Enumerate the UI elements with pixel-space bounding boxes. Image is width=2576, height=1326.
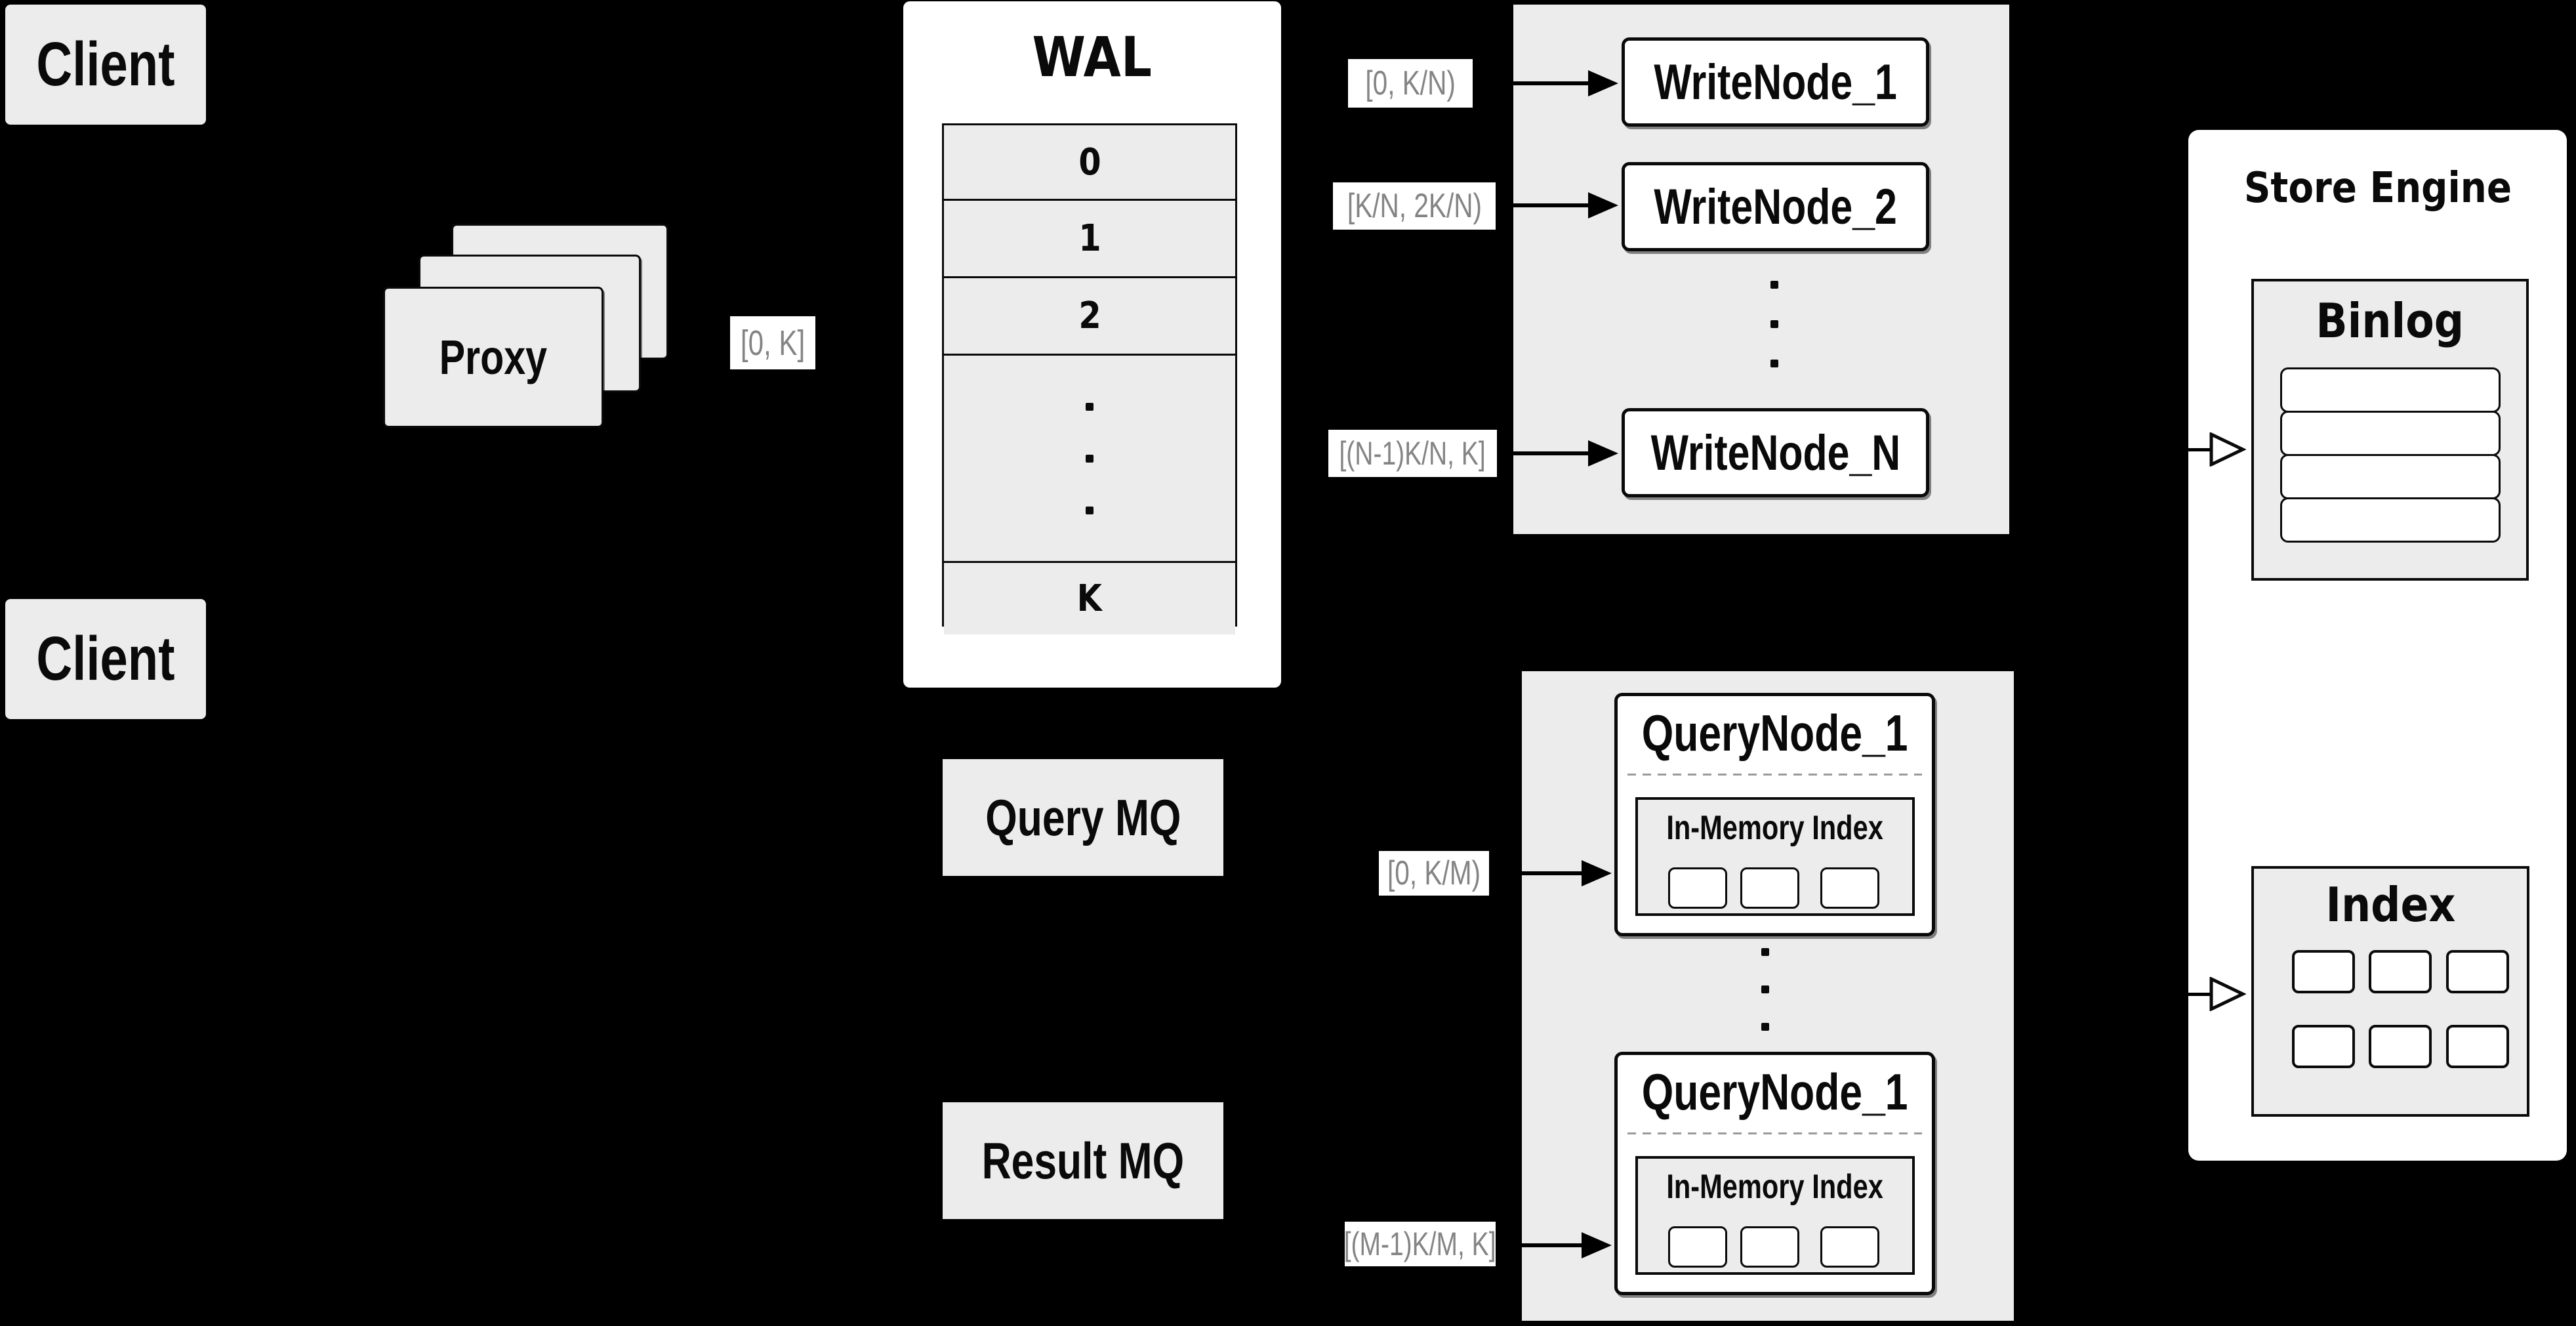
write-range-label-n: [(N-1)K/N, K] [1328, 430, 1497, 477]
query-mq-box: Query MQ [943, 759, 1223, 876]
wal-title: WAL [1032, 25, 1153, 89]
index-segment [1820, 867, 1879, 909]
binlog-box: Binlog [2251, 279, 2529, 581]
wal-row-k: K [944, 563, 1235, 634]
binlog-title: Binlog [2316, 293, 2464, 348]
binlog-row [2280, 497, 2501, 543]
index-cell [2446, 950, 2509, 993]
binlog-row [2280, 411, 2501, 456]
client-box-bottom: Client [5, 599, 206, 719]
arrow-icon [1588, 440, 1618, 466]
dashed-separator [1627, 774, 1922, 776]
client-top-label: Client [36, 30, 175, 99]
index-segment [1668, 867, 1727, 909]
wal-panel: WAL 0 1 2 K [903, 1, 1281, 688]
in-memory-index-box-upper: In-Memory Index [1635, 797, 1915, 916]
arrow-icon [1582, 1232, 1612, 1258]
index-cell [2292, 1025, 2355, 1068]
arrow-icon [1588, 192, 1618, 218]
index-segment [1820, 1226, 1879, 1268]
index-cell [2292, 950, 2355, 993]
dashed-separator [1627, 1132, 1922, 1134]
in-memory-index-upper-label: In-Memory Index [1666, 809, 1884, 847]
write-node-2: WriteNode_2 [1622, 162, 1929, 251]
arrow-icon [1582, 860, 1612, 886]
write-node-n: WriteNode_N [1622, 408, 1929, 497]
binlog-row [2280, 367, 2501, 413]
write-range-label-1: [0, K/N) [1348, 59, 1473, 108]
write-node-1: WriteNode_1 [1622, 37, 1929, 127]
query-range-label-1: [0, K/M) [1379, 851, 1489, 896]
index-segment [1740, 867, 1799, 909]
wal-row-1: 1 [944, 201, 1235, 278]
index-segment [1740, 1226, 1799, 1268]
client-bottom-label: Client [36, 624, 175, 694]
client-box-top: Client [5, 5, 206, 125]
binlog-rows [2254, 367, 2526, 543]
index-box: Index [2251, 866, 2529, 1117]
wal-table: 0 1 2 K [942, 123, 1237, 634]
vertical-ellipsis-icon [1086, 402, 1094, 514]
proxy-range-label: [0, K] [730, 316, 815, 369]
index-cell [2369, 950, 2432, 993]
open-arrow-icon [2209, 977, 2246, 1011]
binlog-row [2280, 454, 2501, 499]
index-title: Index [2325, 877, 2455, 932]
proxy-label: Proxy [439, 330, 548, 384]
store-engine-panel: Store Engine Binlog Index [2188, 130, 2567, 1161]
query-node-lower: QueryNode_1 In-Memory Index [1614, 1052, 1935, 1295]
result-mq-box: Result MQ [943, 1102, 1223, 1219]
arrow-icon [1588, 70, 1618, 96]
index-segment [1668, 1226, 1727, 1268]
in-memory-index-box-lower: In-Memory Index [1635, 1156, 1915, 1275]
query-node-lower-title: QueryNode_1 [1641, 1062, 1908, 1121]
wal-row-ellipsis [944, 356, 1235, 563]
write-range-label-2: [K/N, 2K/N) [1333, 182, 1496, 230]
open-arrow-icon [2209, 432, 2246, 466]
index-cell [2446, 1025, 2509, 1068]
store-engine-title: Store Engine [2243, 164, 2512, 213]
query-node-upper: QueryNode_1 In-Memory Index [1614, 693, 1935, 936]
in-memory-index-lower-label: In-Memory Index [1666, 1168, 1884, 1206]
query-range-label-m: [(M-1)K/M, K] [1344, 1222, 1496, 1266]
query-node-upper-title: QueryNode_1 [1641, 703, 1908, 762]
wal-row-2: 2 [944, 278, 1235, 356]
proxy-card-front: Proxy [383, 287, 603, 428]
index-cell [2369, 1025, 2432, 1068]
wal-row-0: 0 [944, 125, 1235, 201]
